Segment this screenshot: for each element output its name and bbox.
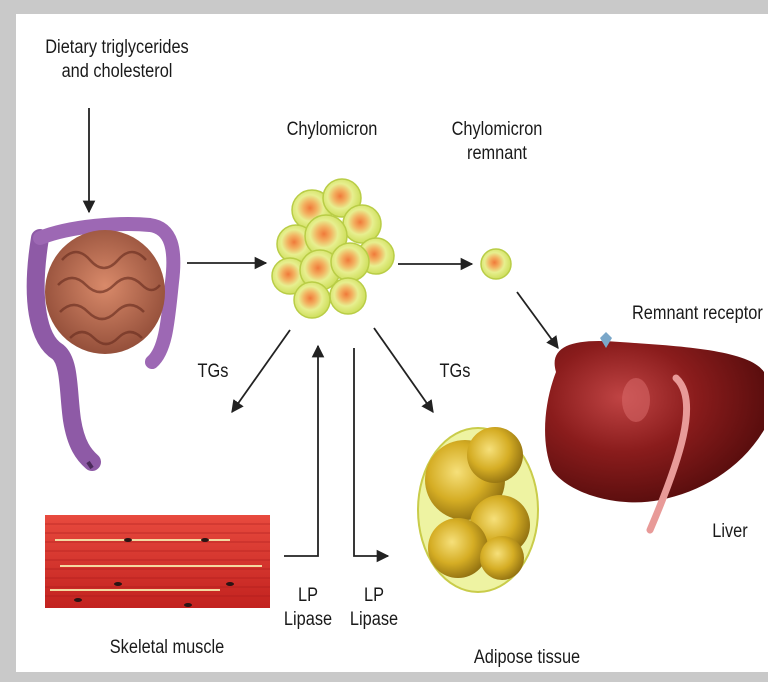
arrow-chylomicron-to-adipose bbox=[374, 328, 433, 412]
label-chylomicron: Chylomicron bbox=[272, 118, 392, 142]
label-chylomicron-remnant-line-2: remnant bbox=[441, 142, 553, 166]
chylomicron-remnant-particle bbox=[481, 249, 511, 279]
arrow-lp-lipase-to-adipose bbox=[354, 348, 388, 556]
liver-illustration bbox=[545, 332, 764, 530]
arrow-remnant-to-liver bbox=[517, 292, 558, 348]
label-lp-lipase-left: LP Lipase bbox=[282, 584, 334, 632]
label-lp-lipase-left-line-2: Lipase bbox=[282, 608, 334, 632]
label-tgs-left: TGs bbox=[192, 360, 235, 384]
label-dietary-line-1: Dietary triglycerides bbox=[35, 36, 198, 60]
label-adipose-tissue: Adipose tissue bbox=[463, 646, 592, 670]
label-lp-lipase-right-line-2: Lipase bbox=[346, 608, 401, 632]
label-chylomicron-remnant-line-1: Chylomicron bbox=[441, 118, 553, 142]
label-lp-lipase-right-line-1: LP bbox=[346, 584, 401, 608]
label-chylomicron-remnant: Chylomicron remnant bbox=[441, 118, 553, 166]
label-tgs-right: TGs bbox=[434, 360, 477, 384]
arrow-chylomicron-to-muscle bbox=[232, 330, 290, 412]
label-remnant-receptor: Remnant receptor bbox=[632, 302, 763, 326]
label-dietary-line-2: and cholesterol bbox=[35, 60, 198, 84]
intestine-illustration bbox=[36, 224, 174, 468]
arrow-lp-lipase-from-muscle bbox=[284, 346, 318, 556]
label-liver: Liver bbox=[704, 520, 756, 544]
label-dietary: Dietary triglycerides and cholesterol bbox=[35, 36, 198, 84]
label-lp-lipase-left-line-1: LP bbox=[282, 584, 334, 608]
label-lp-lipase-right: LP Lipase bbox=[346, 584, 401, 632]
skeletal-muscle-illustration bbox=[45, 515, 270, 608]
adipose-tissue-illustration bbox=[418, 427, 538, 592]
chylomicron-cluster bbox=[272, 179, 394, 318]
label-skeletal-muscle: Skeletal muscle bbox=[94, 636, 240, 660]
